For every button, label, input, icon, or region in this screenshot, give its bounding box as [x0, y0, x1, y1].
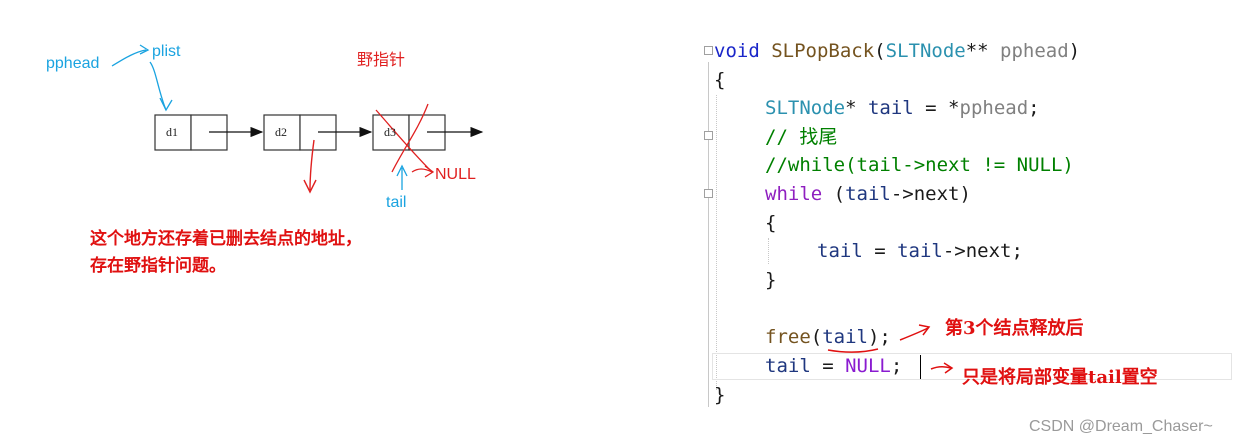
- indent-guide: [716, 95, 718, 390]
- keyword-void: void: [714, 40, 760, 62]
- var-tail-lhs: tail: [817, 240, 863, 262]
- collapse-function-icon[interactable]: [704, 46, 713, 55]
- null-arrow: [411, 168, 433, 173]
- var-tail-free: tail: [822, 326, 868, 348]
- wild-pointer-note-line1: 这个地方还存着已删去结点的地址，: [90, 229, 362, 249]
- indent-guide-inner: [768, 238, 770, 264]
- param-pphead: pphead: [1000, 40, 1069, 62]
- dangling-arrow: [309, 139, 315, 191]
- var-tail: tail: [867, 97, 914, 119]
- type-sltnode-local: SLTNode: [765, 97, 846, 119]
- pointer-stars: **: [965, 40, 1001, 62]
- assign-null: =: [810, 355, 846, 377]
- while-open: (: [822, 183, 846, 205]
- node-d2: [263, 114, 337, 151]
- cross-out-d3: [375, 103, 433, 173]
- pphead-label: pphead: [46, 55, 100, 72]
- pphead-arrow: [111, 49, 147, 67]
- wild-pointer-label: 野指针: [357, 52, 406, 69]
- type-sltnode: SLTNode: [885, 40, 966, 62]
- pointer-star: *: [845, 97, 868, 119]
- plist-label: plist: [152, 43, 181, 60]
- outline-bar: [708, 62, 709, 407]
- code-line-6: while (tail->next): [765, 180, 971, 209]
- null-label: NULL: [435, 166, 476, 183]
- assign: =: [862, 240, 898, 262]
- paren-open: (: [874, 40, 886, 62]
- keyword-while: while: [765, 183, 823, 205]
- var-tail-null: tail: [765, 355, 811, 377]
- code-line-11: free(tail);: [765, 323, 891, 352]
- code-line-5-comment: //while(tail->next != NULL): [765, 154, 1074, 176]
- csdn-watermark: CSDN @Dream_Chaser~: [1029, 418, 1213, 435]
- wild-pointer-note-line2: 存在野指针问题。: [90, 256, 226, 276]
- node-d1-label: d1: [166, 125, 178, 139]
- free-annotation: 第3个结点释放后: [945, 318, 1084, 339]
- node-d1: [154, 114, 228, 151]
- code-line-4-comment: // 找尾: [765, 126, 838, 148]
- collapse-comment-icon[interactable]: [704, 131, 713, 140]
- semicolon-null: ;: [890, 355, 903, 377]
- paren-close: ): [1068, 40, 1081, 62]
- while-rest: ->next): [890, 183, 971, 205]
- semicolon: ;: [1028, 97, 1040, 119]
- var-tail-cond: tail: [845, 183, 891, 205]
- free-open: (: [810, 326, 823, 348]
- null-annotation: 只是将局部变量tail置空: [962, 367, 1158, 388]
- code-line-12: tail = NULL;: [765, 352, 902, 381]
- free-close: );: [867, 326, 891, 348]
- text-caret: [920, 355, 921, 379]
- linked-list-diagram: [111, 44, 484, 194]
- macro-null: NULL: [845, 355, 891, 377]
- collapse-while-icon[interactable]: [704, 189, 713, 198]
- tail-label: tail: [386, 194, 407, 211]
- function-free: free: [765, 326, 811, 348]
- code-line-13: }: [714, 384, 726, 406]
- code-line-2: {: [714, 69, 726, 91]
- code-line-7: {: [765, 212, 777, 234]
- assign-deref: = *: [913, 97, 960, 119]
- function-name: SLPopBack: [771, 40, 875, 62]
- node-d2-label: d2: [275, 125, 287, 139]
- code-line-8: tail = tail->next;: [817, 237, 1023, 266]
- var-tail-rhs: tail: [897, 240, 943, 262]
- current-line-highlight: [712, 353, 1232, 380]
- code-line-9: }: [765, 269, 777, 291]
- next-access: ->next;: [942, 240, 1023, 262]
- param-pphead-ref: pphead: [959, 97, 1029, 119]
- code-line-3: SLTNode* tail = *pphead;: [765, 94, 1040, 123]
- code-line-1: void SLPopBack(SLTNode** pphead): [714, 37, 1080, 66]
- node-d3-label: d3: [384, 125, 396, 139]
